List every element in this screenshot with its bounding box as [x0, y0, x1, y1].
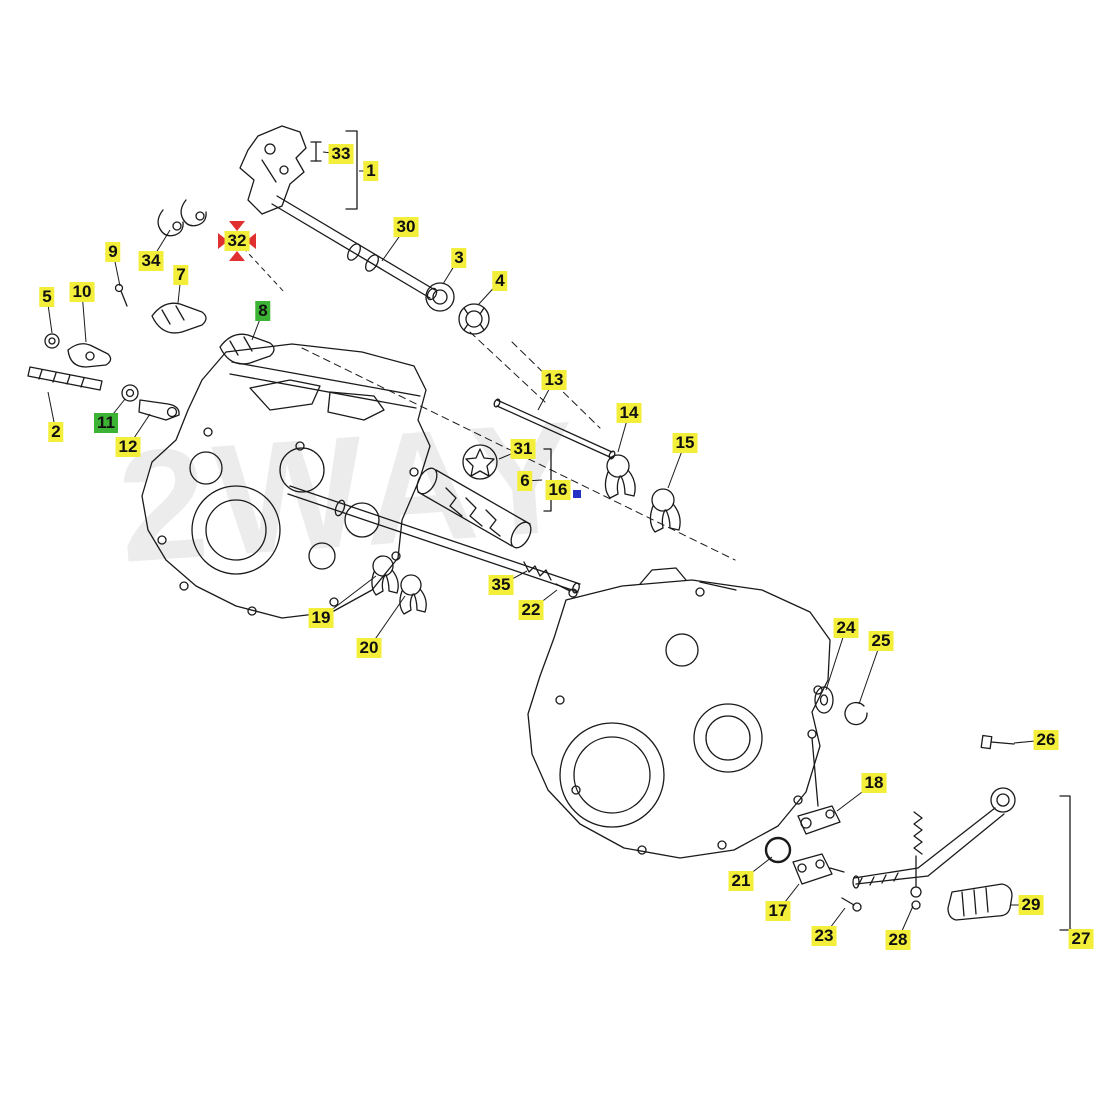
arm-part-12	[138, 399, 180, 421]
bolt-part-22	[555, 583, 578, 598]
part-label-11: 11	[94, 413, 118, 433]
pedal-rubber-part-29	[947, 883, 1013, 921]
part-label-14: 14	[616, 403, 642, 423]
part-label-30: 30	[393, 217, 419, 237]
part-label-19: 19	[308, 608, 334, 628]
part-label-26: 26	[1033, 730, 1059, 750]
part-label-9: 9	[105, 242, 121, 262]
circlip-part-25	[844, 701, 868, 726]
shift-fork-part-14	[604, 454, 636, 499]
main-axle-shaft	[287, 485, 581, 594]
flat-spring-part-2	[27, 366, 103, 391]
part-label-20: 20	[356, 638, 382, 658]
part-label-22: 22	[518, 600, 544, 620]
part-label-12: 12	[115, 437, 141, 457]
part-label-33: 33	[328, 144, 354, 164]
washer-part-24	[814, 686, 834, 714]
spring-bolt-part-28	[910, 811, 923, 910]
part-label-35: 35	[488, 575, 514, 595]
part-label-13: 13	[541, 370, 567, 390]
bracket-part-1	[345, 130, 358, 210]
spring-part-35	[523, 561, 552, 581]
shift-fork-part-19	[371, 555, 399, 596]
joint-part-17	[792, 853, 845, 885]
linkage-rod-part-18	[797, 729, 841, 835]
shift-pedal-assembly-part-27	[852, 787, 1016, 889]
blue-dot-marker	[573, 490, 581, 498]
bolt-part-23	[841, 897, 862, 912]
part-label-8: 8	[255, 301, 271, 321]
part-label-4: 4	[492, 271, 508, 291]
part-label-31: 31	[510, 439, 536, 459]
segment-cam-part-31	[462, 444, 498, 480]
part-label-16: 16	[545, 480, 571, 500]
part-label-23: 23	[811, 926, 837, 946]
shift-shaft-part-30	[271, 195, 438, 301]
seal-part-4	[458, 303, 490, 335]
pin-part-33	[310, 141, 322, 162]
part-label-25: 25	[868, 631, 894, 651]
part-label-21: 21	[728, 871, 754, 891]
stopper-plate-part-7	[151, 302, 207, 334]
part-label-3: 3	[451, 248, 467, 268]
bolt-part-26	[980, 734, 1015, 750]
part-label-6: 6	[517, 471, 533, 491]
part-label-1: 1	[363, 161, 379, 181]
washer-part-11	[121, 384, 139, 402]
shift-drum	[416, 467, 532, 549]
part-label-2: 2	[48, 422, 64, 442]
part-label-15: 15	[672, 433, 698, 453]
part-label-28: 28	[885, 930, 911, 950]
part-label-29: 29	[1018, 895, 1044, 915]
part-label-34: 34	[138, 251, 164, 271]
o-ring-part-21	[764, 836, 792, 864]
part-label-27: 27	[1068, 929, 1094, 949]
bearing-part-3	[425, 282, 455, 312]
shift-fork-part-20	[399, 574, 427, 615]
part-label-24: 24	[833, 618, 859, 638]
bracket-part-27	[1059, 795, 1071, 931]
part-label-5: 5	[39, 287, 55, 307]
lever-part-10	[67, 343, 112, 368]
part-label-17: 17	[765, 901, 791, 921]
shift-fork-part-15	[649, 488, 681, 533]
washer-part-5	[44, 333, 60, 349]
right-crankcase-half	[527, 567, 831, 859]
part-label-7: 7	[173, 265, 189, 285]
red-selection-arrows	[218, 221, 256, 261]
screw-part-9	[114, 283, 128, 307]
shift-lever-part-1	[239, 125, 307, 215]
return-springs-part-34	[157, 199, 207, 237]
part-label-18: 18	[861, 773, 887, 793]
part-label-10: 10	[69, 282, 95, 302]
part-label-32: 32	[224, 231, 250, 251]
